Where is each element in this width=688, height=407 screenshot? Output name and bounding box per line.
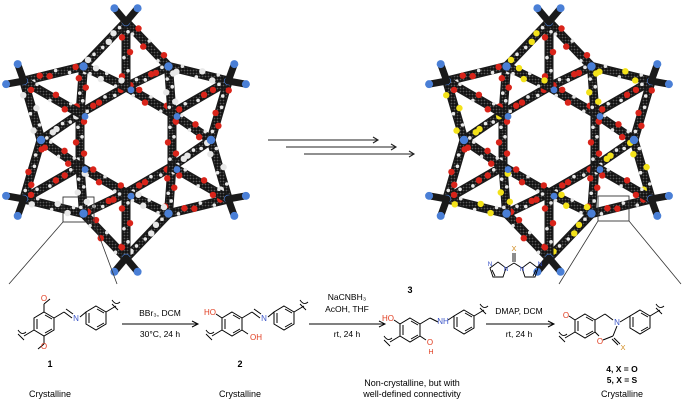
- c1-methoxy-o-bottom: O: [41, 342, 47, 351]
- c3-amine-nh: NH: [437, 317, 449, 326]
- compound-3-status-line1: Non-crystalline, but with: [364, 378, 460, 388]
- compound-1-label: 1: [47, 359, 52, 369]
- c2-hydroxyl-bottom: OH: [250, 333, 262, 342]
- step-3-reagent-x: X: [511, 244, 516, 253]
- step-2-reagent-1: NaCNBH₃: [328, 292, 366, 302]
- compound-2-structure: [205, 299, 309, 341]
- compound-3-label: 3: [407, 285, 412, 295]
- compound-4-5-status: Crystalline: [601, 389, 643, 399]
- c3-hydroxyl-bottom-o: O: [427, 338, 433, 347]
- step-3-reagent-n1: N: [504, 266, 509, 273]
- c3-hydroxyl-top: HO: [382, 314, 394, 323]
- c2-imine-n: N: [261, 314, 267, 323]
- c2-hydroxyl-top: HO: [204, 308, 216, 317]
- c45-ring-n: N: [614, 318, 620, 327]
- compound-2-label: 2: [237, 359, 242, 369]
- zoom-box-right: [597, 195, 630, 222]
- compound-1-structure: [17, 298, 121, 350]
- step-2-conditions: rt, 24 h: [334, 329, 361, 339]
- zoom-box-left: [62, 196, 95, 223]
- compound-2-status: Crystalline: [219, 389, 261, 399]
- compound-3-structure: [383, 303, 489, 347]
- framework-model-crystalline: [2, 4, 250, 276]
- compound-5-label: 5, X = S: [607, 375, 638, 385]
- step-3-reagent-n4: N: [538, 261, 543, 268]
- c45-ring-o-bottom: O: [597, 337, 603, 346]
- zoom-line-left-b: [93, 221, 118, 285]
- step-1-conditions: 30°C, 24 h: [140, 329, 181, 339]
- c1-methoxy-o-top: O: [41, 294, 47, 303]
- zoom-line-right-a: [558, 220, 599, 285]
- c1-imine-n: N: [73, 314, 79, 323]
- c45-ring-o-top: O: [563, 311, 569, 320]
- compound-1-status: Crystalline: [29, 389, 71, 399]
- step-3-conditions: rt, 24 h: [506, 329, 533, 339]
- zoom-line-right-b: [628, 220, 682, 285]
- compound-3-status-line2: well-defined connectivity: [362, 389, 461, 399]
- step-2-reagent-2: AcOH, THF: [325, 304, 369, 314]
- compound-4-5-structure: [558, 303, 665, 346]
- transformation-arrow: [268, 136, 416, 158]
- zoom-line-left-a: [8, 221, 64, 285]
- step-3-reagent-n2: N: [520, 266, 525, 273]
- c3-hydroxyl-bottom-h: H: [428, 349, 433, 356]
- framework-model-product: [425, 4, 673, 276]
- step-3-reagent-n3: N: [488, 261, 493, 268]
- c45-carbonyl-x: X: [620, 343, 625, 352]
- step-3-reagent-structure: [489, 253, 539, 278]
- step-1-reagents: BBr₃, DCM: [139, 308, 181, 318]
- step-3-reagents: DMAP, DCM: [495, 306, 543, 316]
- compound-4-label: 4, X = O: [606, 364, 638, 374]
